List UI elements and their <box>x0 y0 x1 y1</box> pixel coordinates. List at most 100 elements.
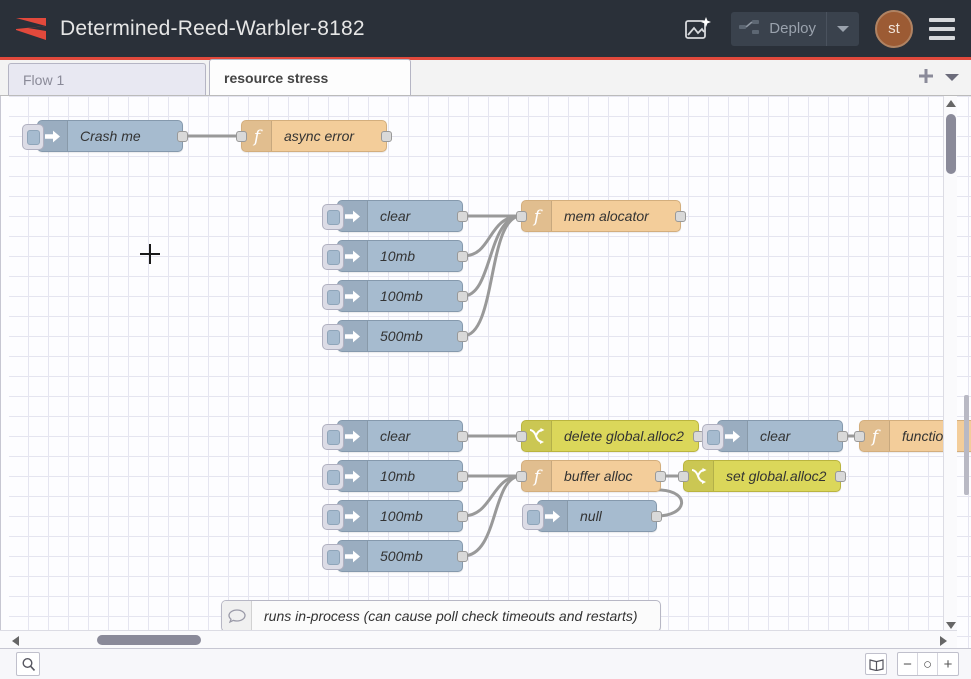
palette-resize-handle[interactable] <box>964 395 969 495</box>
node-10mb-2[interactable]: 10mb <box>322 460 468 492</box>
flow-menu-chevron-down-icon[interactable] <box>945 69 959 87</box>
node-output-port[interactable] <box>457 291 468 302</box>
node-null-inject[interactable]: null <box>522 500 662 532</box>
flow-canvas[interactable]: Crash me f async error clear 10mb 100mb 500mb f… <box>0 96 971 648</box>
canvas-view-controls: − ○ + <box>865 652 959 676</box>
node-input-port[interactable] <box>516 431 527 442</box>
node-clear-2[interactable]: clear <box>322 420 468 452</box>
node-output-port[interactable] <box>837 431 848 442</box>
scroll-triangle-left-icon[interactable] <box>12 636 19 646</box>
function-f-icon: f <box>522 461 552 491</box>
zoom-reset-button[interactable]: ○ <box>918 653 938 675</box>
node-crash-me[interactable]: Crash me <box>22 120 188 152</box>
inject-trigger-button[interactable] <box>322 424 344 450</box>
deploy-button[interactable]: Deploy <box>731 11 859 46</box>
flow-tab-bar: Flow 1 resource stress <box>0 59 971 96</box>
node-clear-1[interactable]: clear <box>322 200 468 232</box>
node-input-port[interactable] <box>854 431 865 442</box>
horizontal-scrollbar[interactable] <box>0 630 957 648</box>
node-label: clear <box>760 428 791 444</box>
node-label: delete global.alloc2 <box>564 428 684 444</box>
inject-trigger-button[interactable] <box>702 424 724 450</box>
scroll-triangle-right-icon[interactable] <box>940 636 947 646</box>
node-10mb-1[interactable]: 10mb <box>322 240 468 272</box>
node-async-error[interactable]: f async error <box>236 120 392 152</box>
node-output-port[interactable] <box>381 131 392 142</box>
tab-resource-stress[interactable]: resource stress <box>209 59 411 95</box>
node-output-port[interactable] <box>457 471 468 482</box>
node-label: 10mb <box>380 468 416 484</box>
node-input-port[interactable] <box>236 131 247 142</box>
horizontal-scroll-thumb[interactable] <box>97 635 201 645</box>
change-swap-icon <box>522 421 552 451</box>
zoom-in-button[interactable]: + <box>943 655 953 673</box>
node-500mb-1[interactable]: 500mb <box>322 320 468 352</box>
search-icon[interactable] <box>16 652 40 676</box>
avatar[interactable]: st <box>875 9 913 48</box>
hamburger-menu-icon[interactable] <box>929 17 955 40</box>
svg-text:f: f <box>251 127 262 146</box>
node-label: 500mb <box>380 328 423 344</box>
node-output-port[interactable] <box>457 551 468 562</box>
node-delete-global-alloc2[interactable]: delete global.alloc2 <box>516 420 704 452</box>
svg-text:f: f <box>531 467 542 486</box>
scroll-triangle-up-icon[interactable] <box>946 100 956 107</box>
node-input-port[interactable] <box>678 471 689 482</box>
inject-trigger-button[interactable] <box>322 504 344 530</box>
navigator-map-icon[interactable] <box>865 653 887 675</box>
inject-trigger-button[interactable] <box>322 204 344 230</box>
deploy-dropdown-chevron-down-icon[interactable] <box>826 11 849 46</box>
zoom-out-button[interactable]: − <box>898 653 918 675</box>
inject-trigger-button[interactable] <box>322 544 344 570</box>
inject-trigger-button[interactable] <box>522 504 544 530</box>
deploy-icon <box>739 18 761 40</box>
node-layer: Crash me f async error clear 10mb 100mb 500mb f… <box>1 96 971 648</box>
node-500mb-2[interactable]: 500mb <box>322 540 468 572</box>
node-label: async error <box>284 128 355 144</box>
add-flow-plus-icon[interactable] <box>917 67 935 89</box>
node-output-port[interactable] <box>457 431 468 442</box>
node-output-port[interactable] <box>675 211 686 222</box>
node-input-port[interactable] <box>516 211 527 222</box>
node-clear-3[interactable]: clear <box>702 420 848 452</box>
node-output-port[interactable] <box>177 131 188 142</box>
vertical-scroll-thumb[interactable] <box>946 114 956 174</box>
page-title: Determined-Reed-Warbler-8182 <box>60 16 365 40</box>
node-output-port[interactable] <box>655 471 666 482</box>
node-100mb-2[interactable]: 100mb <box>322 500 468 532</box>
node-comment-note[interactable]: runs in-process (can cause poll check ti… <box>221 600 661 632</box>
node-output-port[interactable] <box>651 511 662 522</box>
node-buffer-alloc[interactable]: f buffer alloc <box>516 460 666 492</box>
node-output-port[interactable] <box>835 471 846 482</box>
node-set-global-alloc2[interactable]: set global.alloc2 <box>678 460 846 492</box>
vertical-scrollbar[interactable] <box>943 96 957 633</box>
function-f-icon: f <box>860 421 890 451</box>
node-output-port[interactable] <box>457 251 468 262</box>
node-label: clear <box>380 428 411 444</box>
node-label: runs in-process (can cause poll check ti… <box>264 608 638 624</box>
inject-trigger-button[interactable] <box>22 124 44 150</box>
app-header: Determined-Reed-Warbler-8182 <box>0 0 971 60</box>
image-sparkle-icon[interactable] <box>681 12 715 46</box>
node-red-logo <box>14 12 50 46</box>
tab-flow-1[interactable]: Flow 1 <box>8 63 206 95</box>
inject-trigger-button[interactable] <box>322 244 344 270</box>
node-output-port[interactable] <box>457 331 468 342</box>
node-label: 100mb <box>380 288 423 304</box>
inject-trigger-button[interactable] <box>322 324 344 350</box>
function-f-icon: f <box>522 201 552 231</box>
node-label: 500mb <box>380 548 423 564</box>
inject-trigger-button[interactable] <box>322 284 344 310</box>
node-100mb-1[interactable]: 100mb <box>322 280 468 312</box>
node-label: buffer alloc <box>564 468 633 484</box>
svg-text:f: f <box>869 427 880 446</box>
scroll-triangle-down-icon[interactable] <box>946 622 956 629</box>
node-output-port[interactable] <box>457 511 468 522</box>
node-input-port[interactable] <box>516 471 527 482</box>
function-f-icon: f <box>242 121 272 151</box>
inject-trigger-button[interactable] <box>322 464 344 490</box>
node-output-port[interactable] <box>457 211 468 222</box>
header-actions: Deploy st <box>681 9 955 48</box>
